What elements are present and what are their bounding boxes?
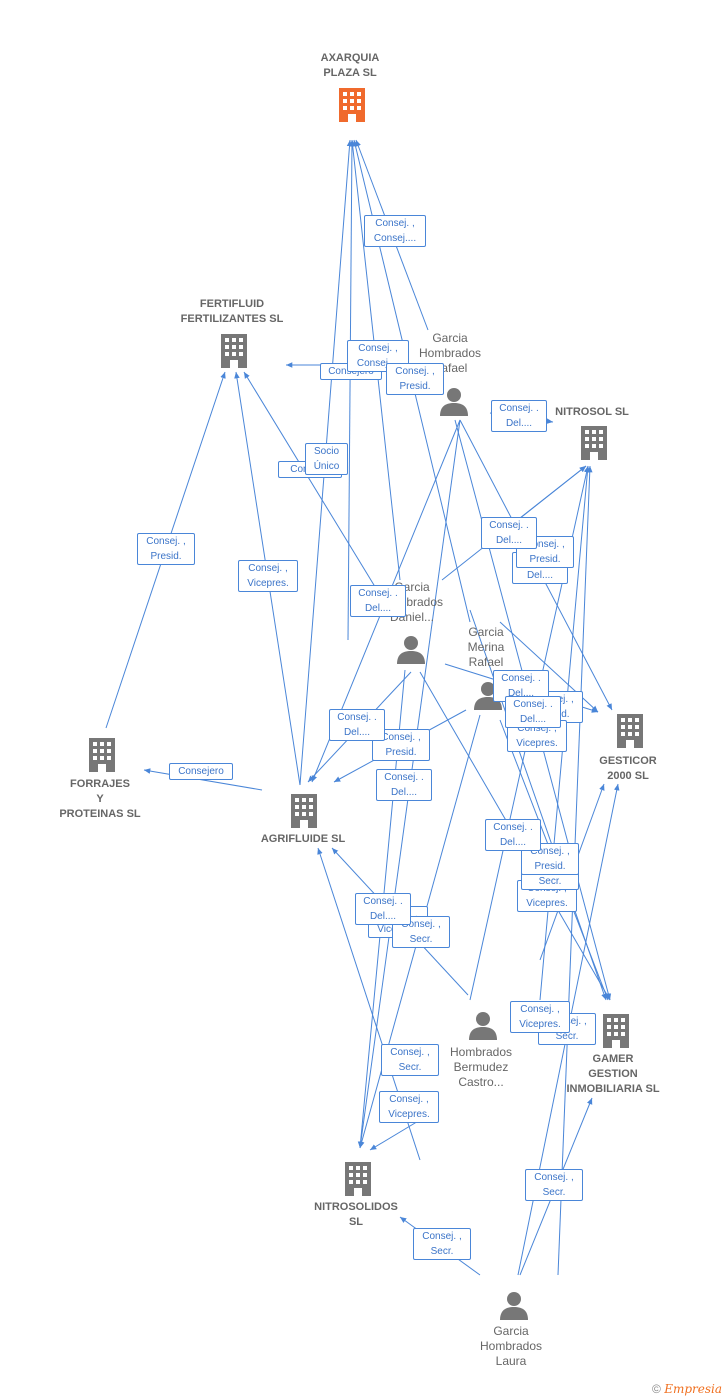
relation-edge: [469, 609, 607, 1001]
company-label-fertifluid[interactable]: FERTIFLUID FERTILIZANTES SL: [180, 298, 284, 325]
building-icon-gamer: [600, 1012, 632, 1053]
relation-edge: [143, 768, 263, 791]
person-icon-daniel: [396, 634, 426, 669]
building-icon-forrajes: [86, 736, 118, 777]
company-label-axarquia[interactable]: AXARQUIA PLAZA SL: [320, 52, 380, 79]
copyright-symbol: ©: [652, 1382, 661, 1396]
company-label-agrifluide[interactable]: AGRIFLUIDE SL: [260, 833, 346, 845]
edge-label[interactable]: Consej. . Del....: [481, 517, 537, 549]
edge-label[interactable]: Socio Único: [305, 443, 348, 475]
footer: © Empresia: [652, 1382, 722, 1396]
company-label-nitrosol[interactable]: NITROSOL SL: [555, 406, 629, 418]
edge-label[interactable]: Consej. . Del....: [376, 769, 432, 801]
building-icon-fertifluid: [218, 332, 250, 373]
edge-label[interactable]: Consej. . Del....: [491, 400, 547, 432]
person-label-merina[interactable]: Garcia Merina Rafael: [467, 625, 505, 669]
edge-label[interactable]: Consej. , Secr.: [413, 1228, 471, 1260]
company-label-gesticor[interactable]: GESTICOR 2000 SL: [599, 755, 657, 782]
person-icon-castro: [468, 1010, 498, 1045]
person-icon-merina: [473, 680, 503, 715]
edge-label[interactable]: Consej. , Vicepres.: [238, 560, 298, 592]
edge-label[interactable]: Consej. , Presid.: [372, 729, 430, 761]
edge-label[interactable]: Consej. , Presid.: [516, 536, 574, 568]
edge-label[interactable]: Consej. . Del....: [355, 893, 411, 925]
building-icon-nitrosol: [578, 424, 610, 465]
brand-logo[interactable]: Empresia: [664, 1382, 722, 1396]
edge-label[interactable]: Consej. . Del....: [350, 585, 406, 617]
edge-label[interactable]: Consej. , Presid.: [137, 533, 195, 565]
edge-label[interactable]: Consej. , Vicepres.: [510, 1001, 570, 1033]
person-label-castro[interactable]: Hombrados Bermudez Castro...: [449, 1045, 513, 1089]
edge-label[interactable]: Consejero: [169, 763, 233, 780]
building-icon-axarquia: [336, 86, 368, 127]
edge-label[interactable]: Consej. , Secr.: [381, 1044, 439, 1076]
person-label-laura[interactable]: Garcia Hombrados Laura: [479, 1324, 543, 1368]
edge-label[interactable]: Consej. . Del....: [505, 696, 561, 728]
company-label-forrajes[interactable]: FORRAJES Y PROTEINAS SL: [59, 778, 141, 820]
relation-edge: [369, 1119, 421, 1151]
edge-label[interactable]: Consej. , Presid.: [386, 363, 444, 395]
edge-label[interactable]: Consej. , Vicepres.: [379, 1091, 439, 1123]
person-icon-rafael-h: [439, 386, 469, 421]
person-icon-laura: [499, 1290, 529, 1325]
building-icon-gesticor: [614, 712, 646, 753]
edge-label[interactable]: Consej. , Secr.: [525, 1169, 583, 1201]
relation-edge: [243, 371, 378, 591]
relation-edge: [347, 139, 355, 641]
company-label-nitrosolidos[interactable]: NITROSOLIDOS SL: [314, 1201, 398, 1228]
edge-label[interactable]: Consej. . Del....: [485, 819, 541, 851]
relation-edge: [519, 465, 587, 519]
building-icon-agrifluide: [288, 792, 320, 833]
edge-label[interactable]: Consej. . Del....: [329, 709, 385, 741]
building-icon-nitrosolidos: [342, 1160, 374, 1201]
edge-label[interactable]: Consej. , Consej....: [364, 215, 426, 247]
company-label-gamer[interactable]: GAMER GESTION INMOBILIARIA SL: [566, 1053, 660, 1095]
